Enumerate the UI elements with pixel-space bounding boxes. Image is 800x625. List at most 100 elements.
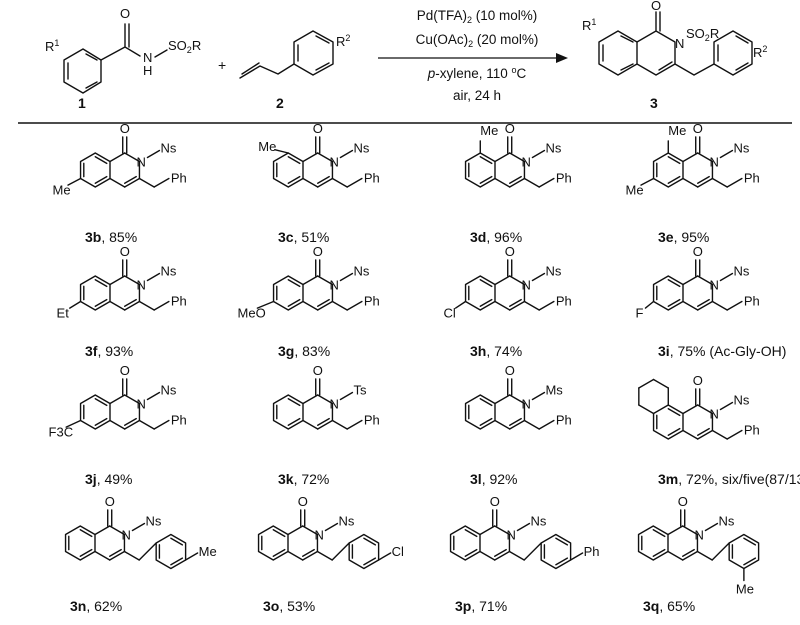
product-caption-3q: 3q, 65% <box>643 598 695 614</box>
yield-text: , 95% <box>674 229 710 245</box>
carbonyl-o-label: O <box>105 494 115 509</box>
yield-text: , 92% <box>482 471 518 487</box>
ring-substituent-1: F <box>636 306 644 321</box>
n-substituent-label: Ns <box>733 141 749 156</box>
nh-h-label: H <box>143 63 152 78</box>
yield-text: , 51% <box>294 229 330 245</box>
phenyl-label: Ph <box>364 413 380 428</box>
ring-substituent-1: Me <box>668 123 686 138</box>
compound-id: 3f <box>85 343 98 359</box>
ring-substituent-1: MeO <box>238 306 266 321</box>
n-label: N <box>709 155 718 170</box>
reaction-arrow <box>378 53 568 63</box>
yield-text: , 53% <box>279 598 315 614</box>
yield-text: , 65% <box>659 598 695 614</box>
plus-sign: + <box>218 57 226 73</box>
n-substituent-label: Ns <box>145 514 161 529</box>
nh-n-label: N <box>143 50 152 65</box>
compound-id: 3n <box>70 598 86 614</box>
n-label: N <box>521 397 530 412</box>
compound-id: 3p <box>455 598 471 614</box>
carbonyl-o-label: O <box>693 373 703 388</box>
product-caption-3e: 3e, 95% <box>658 229 709 245</box>
reactant-2-label: 2 <box>276 95 284 111</box>
n-label: N <box>521 278 530 293</box>
n-label: N <box>709 278 718 293</box>
n-substituent-label: Ns <box>733 393 749 408</box>
condition-atmosphere-time: air, 24 h <box>453 88 501 103</box>
n-substituent-label: Ns <box>160 383 176 398</box>
arene-substituent-label: Me <box>736 582 754 597</box>
n-substituent-label: Ns <box>338 514 354 529</box>
compound-id: 3j <box>85 471 97 487</box>
r2-label-product: R2 <box>753 44 767 60</box>
carbonyl-o-label: O <box>490 494 500 509</box>
phenyl-label: Ph <box>171 294 187 309</box>
compound-id: 3c <box>278 229 294 245</box>
phenyl-label: Ph <box>171 171 187 186</box>
compound-id: 3d <box>470 229 486 245</box>
product-o-label: O <box>651 0 661 13</box>
carbonyl-o-label: O <box>505 244 515 259</box>
product-n-label: N <box>675 36 684 51</box>
yield-text: , 72%, six/five(87/13) <box>678 471 800 487</box>
yield-text: , 62% <box>86 598 122 614</box>
n-label: N <box>136 155 145 170</box>
compound-id: 3l <box>470 471 482 487</box>
ring-substituent-1: Et <box>57 306 70 321</box>
sulfonyl-group-label: SO2R <box>168 38 201 55</box>
n-substituent-label: Ns <box>353 264 369 279</box>
yield-text: , 75% (Ac-Gly-OH) <box>670 343 787 359</box>
n-substituent-label: Ns <box>353 141 369 156</box>
product-caption-3n: 3n, 62% <box>70 598 122 614</box>
ring-substituent-1: Me <box>480 123 498 138</box>
compound-id: 3k <box>278 471 294 487</box>
condition-solvent-temp: p-xylene, 110 oC <box>427 65 527 81</box>
ring-substituent-1: Cl <box>444 306 456 321</box>
carbonyl-o-label: O <box>120 244 130 259</box>
reactant-1-label: 1 <box>78 95 86 111</box>
carbonyl-o-label: O <box>505 121 515 136</box>
carbonyl-o-label: O <box>313 244 323 259</box>
product-caption-3m: 3m, 72%, six/five(87/13) <box>658 471 800 487</box>
n-substituent-label: Ns <box>545 141 561 156</box>
compound-id: 3o <box>263 598 279 614</box>
n-label: N <box>329 397 338 412</box>
n-substituent-label: Ns <box>733 264 749 279</box>
product-sulfonyl-label: SO2R <box>686 26 719 43</box>
compound-id: 3e <box>658 229 674 245</box>
product-3-structure: O N SO2R R2 R1 <box>582 0 767 76</box>
n-substituent-label: Ns <box>718 514 734 529</box>
carbonyl-o-label: O <box>678 494 688 509</box>
carbonyl-o-label: O <box>313 121 323 136</box>
compound-id: 3b <box>85 229 101 245</box>
n-label: N <box>329 155 338 170</box>
carbonyl-o-label: O <box>313 363 323 378</box>
n-label: N <box>506 528 515 543</box>
product-caption-3p: 3p, 71% <box>455 598 507 614</box>
carbonyl-o-label: O <box>693 121 703 136</box>
n-substituent-label: Ts <box>353 383 367 398</box>
arene-substituent-label: Ph <box>584 544 600 559</box>
reactant-2-structure: R2 <box>239 30 350 79</box>
r1-label-reactant: R1 <box>45 38 59 54</box>
product-caption-3i: 3i, 75% (Ac-Gly-OH) <box>658 343 786 359</box>
product-caption-3h: 3h, 74% <box>470 343 522 359</box>
arene-substituent-label: Me <box>199 544 217 559</box>
product-caption-3b: 3b, 85% <box>85 229 137 245</box>
yield-text: , 93% <box>97 343 133 359</box>
phenyl-label: Ph <box>556 413 572 428</box>
phenyl-label: Ph <box>364 294 380 309</box>
n-substituent-label: Ns <box>160 141 176 156</box>
yield-text: , 74% <box>486 343 522 359</box>
